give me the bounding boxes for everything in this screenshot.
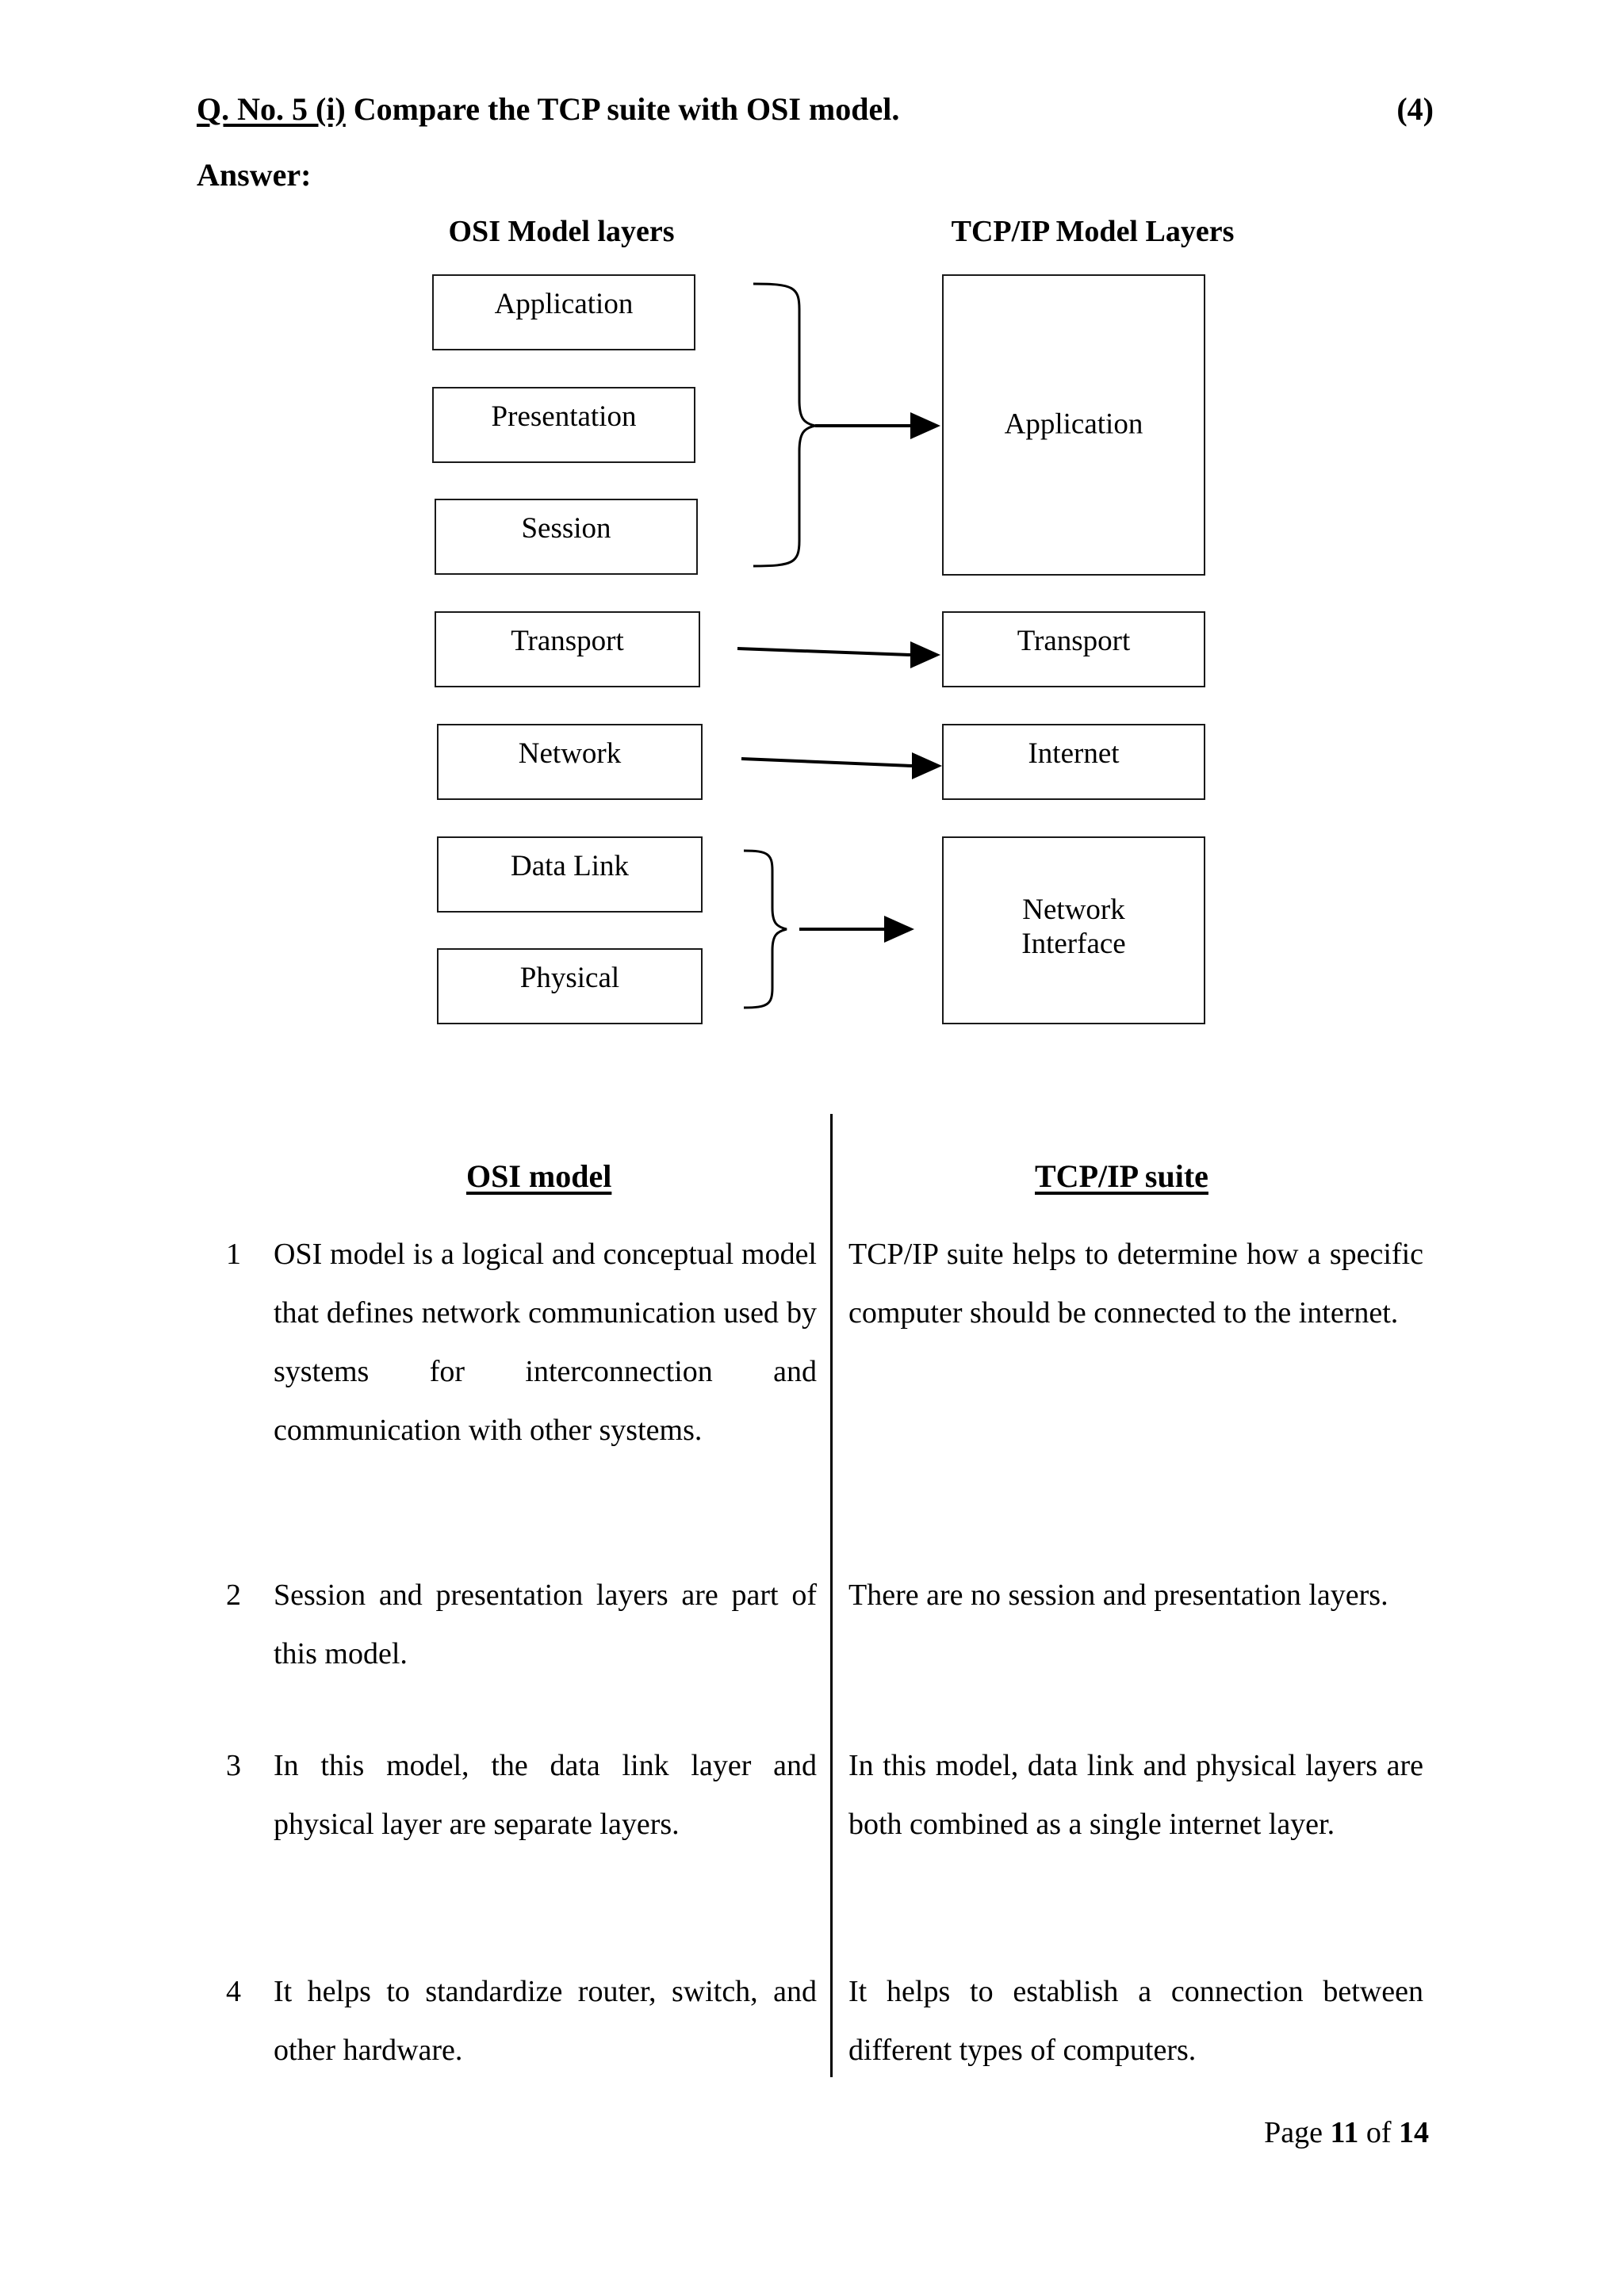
osi-layer-label-application: Application <box>494 288 634 320</box>
comparison-header-tcpip: TCP/IP suite <box>1035 1158 1208 1194</box>
tcpip-layer-box-network-interface: Network Interface <box>942 836 1205 1024</box>
osi-layer-label-presentation: Presentation <box>491 400 637 433</box>
question-marks: (4) <box>1396 91 1434 127</box>
row-cell-tcpip: In this model, data link and physical la… <box>848 1749 1423 1842</box>
osi-layer-box-network: Network <box>437 724 703 800</box>
page-footer: Page 11 of 14 <box>0 2115 1429 2150</box>
brace-upper-icon <box>753 282 816 568</box>
row-number: 3 <box>226 1749 241 1782</box>
tcpip-layer-label-application: Application <box>1004 408 1143 441</box>
tcpip-layer-label-line2: Interface <box>1021 928 1126 961</box>
osi-layer-box-presentation: Presentation <box>432 387 695 463</box>
arrow-head-network-interface-icon <box>884 916 914 943</box>
row-cell-osi: It helps to standardize router, switch, … <box>274 1975 817 2068</box>
question-text: Compare the TCP suite with OSI model. <box>353 91 900 127</box>
osi-layer-label-data-link: Data Link <box>511 850 629 882</box>
footer-page-number: 11 <box>1330 2116 1359 2149</box>
arrow-head-application-icon <box>910 412 940 439</box>
tcpip-layer-label-internet: Internet <box>1028 737 1120 770</box>
tcpip-layer-label-transport: Transport <box>1017 625 1131 657</box>
question-text-spacer <box>346 91 354 127</box>
comparison-divider <box>830 1114 833 2077</box>
osi-layer-box-physical: Physical <box>437 948 703 1024</box>
brace-lower-icon <box>743 849 787 1009</box>
arrow-line-internet <box>741 757 913 767</box>
row-number: 2 <box>226 1578 241 1612</box>
comparison-header-osi: OSI model <box>466 1158 612 1194</box>
diagram-title-tcpip: TCP/IP Model Layers <box>951 215 1235 248</box>
answer-label: Answer: <box>197 157 312 193</box>
footer-prefix: Page <box>1264 2116 1331 2149</box>
osi-layer-box-data-link: Data Link <box>437 836 703 913</box>
tcpip-layer-label-network-interface: Network Interface <box>944 892 1204 961</box>
tcpip-layer-box-internet: Internet <box>942 724 1205 800</box>
osi-layer-box-application: Application <box>432 274 695 350</box>
arrow-head-transport-icon <box>910 641 940 668</box>
question-heading: Q. No. 5 (i) Compare the TCP suite with … <box>197 90 1434 129</box>
row-cell-tcpip: It helps to establish a connection betwe… <box>848 1975 1423 2068</box>
diagram-title-osi: OSI Model layers <box>448 215 675 248</box>
diagram-connectors <box>737 282 942 1009</box>
osi-layer-label-network: Network <box>518 737 622 770</box>
row-cell-tcpip: TCP/IP suite helps to determine how a sp… <box>848 1238 1423 1330</box>
row-cell-osi: Session and presentation layers are part… <box>274 1578 817 1671</box>
osi-layer-label-transport: Transport <box>511 625 624 657</box>
row-number: 4 <box>226 1975 241 2008</box>
osi-layer-box-transport: Transport <box>435 611 700 687</box>
footer-middle: of <box>1358 2116 1399 2149</box>
tcpip-layer-box-transport: Transport <box>942 611 1205 687</box>
row-cell-tcpip: There are no session and presentation la… <box>848 1578 1388 1612</box>
osi-layer-box-session: Session <box>435 499 698 575</box>
row-cell-osi: In this model, the data link layer and p… <box>274 1749 817 1842</box>
question-number: Q. No. 5 (i) <box>197 91 346 127</box>
tcpip-layer-label-line1: Network <box>1022 893 1125 926</box>
arrow-head-internet-icon <box>912 752 942 779</box>
osi-layer-label-physical: Physical <box>519 962 620 994</box>
osi-layer-label-session: Session <box>521 512 611 545</box>
row-cell-osi: OSI model is a logical and conceptual mo… <box>274 1238 817 1448</box>
osi-tcpip-diagram: OSI Model layers TCP/IP Model Layers App… <box>0 198 1624 1039</box>
tcpip-layer-box-application: Application <box>942 274 1205 576</box>
footer-total-pages: 14 <box>1399 2116 1429 2149</box>
arrow-line-transport <box>737 647 911 656</box>
comparison-table: OSI model TCP/IP suite 1 OSI model is a … <box>0 1094 1624 2085</box>
row-number: 1 <box>226 1238 241 1271</box>
